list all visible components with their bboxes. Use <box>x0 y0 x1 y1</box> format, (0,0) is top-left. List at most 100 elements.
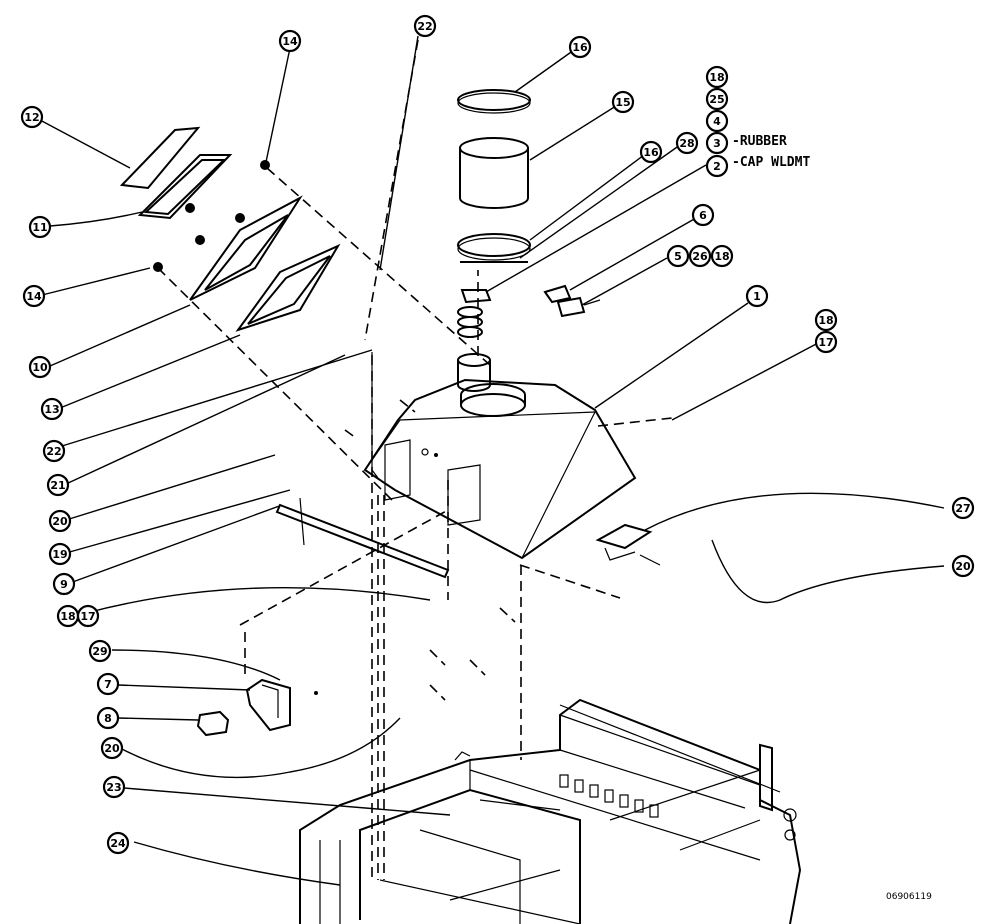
callout-label: 17 <box>80 610 95 623</box>
callout-label: 12 <box>24 111 39 124</box>
assembly-dashed-lines <box>157 39 673 880</box>
callout-label: 3 <box>713 137 721 150</box>
callout-10: 10 <box>28 355 52 379</box>
main-hood-housing <box>363 378 637 560</box>
callout-label: 13 <box>44 403 59 416</box>
callout-19: 19 <box>48 542 72 566</box>
callout-18: 18 <box>56 604 80 628</box>
callout-17: 17 <box>76 604 100 628</box>
callout-balloon-circle <box>28 215 52 239</box>
callout-balloon-circle <box>705 65 729 89</box>
document-number: 06906119 <box>886 892 932 902</box>
callout-17: 17 <box>814 330 838 354</box>
callout-label: 26 <box>692 250 708 263</box>
callout-26: 26 <box>688 244 712 268</box>
callout-27: 27 <box>951 496 975 520</box>
callout-label: 29 <box>92 645 107 658</box>
callout-28: 28 <box>675 131 699 155</box>
callout-label: 23 <box>106 781 121 794</box>
callout-balloon-circle <box>705 109 729 133</box>
callout-balloon-circle <box>48 509 72 533</box>
note-cap-wldmt: -CAP WLDMT <box>732 155 810 170</box>
callout-label: 18 <box>714 250 729 263</box>
callout-balloon-circle <box>675 131 699 155</box>
callout-label: 20 <box>52 515 68 528</box>
callout-balloon-circle <box>106 831 130 855</box>
callout-16: 16 <box>639 140 663 164</box>
callout-5: 5 <box>666 244 690 268</box>
latch-parts <box>196 678 318 737</box>
callout-13: 13 <box>40 397 64 421</box>
callout-14: 14 <box>278 29 302 53</box>
callout-24: 24 <box>106 831 130 855</box>
part-notes: -RUBBER -CAP WLDMT <box>732 134 810 170</box>
callout-label: 27 <box>955 502 970 515</box>
callout-label: 18 <box>709 71 724 84</box>
callout-12: 12 <box>20 105 44 129</box>
callout-label: 17 <box>818 336 833 349</box>
callout-2: 2 <box>705 154 729 178</box>
callout-label: 15 <box>615 96 630 109</box>
callout-25: 25 <box>705 87 729 111</box>
callout-balloon-circle <box>666 244 690 268</box>
callout-balloon-circle <box>639 140 663 164</box>
callout-balloon-circle <box>568 35 592 59</box>
leader-lines <box>39 35 945 886</box>
callout-6: 6 <box>691 203 715 227</box>
callout-label: 7 <box>104 678 112 691</box>
callout-label: 18 <box>60 610 75 623</box>
callout-label: 18 <box>818 314 833 327</box>
callout-20: 20 <box>100 736 124 760</box>
callout-18: 18 <box>705 65 729 89</box>
callout-label: 4 <box>713 115 721 128</box>
duct-stack <box>457 89 531 392</box>
callout-16: 16 <box>568 35 592 59</box>
callout-18: 18 <box>814 308 838 332</box>
callout-balloon-circle <box>705 87 729 111</box>
switch-brackets <box>543 284 601 318</box>
cover-gaskets <box>119 126 341 332</box>
callout-balloon-circle <box>705 131 729 155</box>
callout-label: 2 <box>713 160 721 173</box>
callout-4: 4 <box>705 109 729 133</box>
callout-label: 8 <box>104 712 112 725</box>
callout-label: 20 <box>104 742 120 755</box>
callout-balloon-circle <box>88 639 112 663</box>
callout-balloon-circle <box>42 439 66 463</box>
callout-balloon-circle <box>814 330 838 354</box>
callout-balloon-circle <box>22 284 46 308</box>
callout-balloon-circle <box>48 542 72 566</box>
callout-14: 14 <box>22 284 46 308</box>
callout-label: 16 <box>572 41 588 54</box>
callout-label: 14 <box>26 290 42 303</box>
callout-balloon-circle <box>52 572 76 596</box>
callout-label: 28 <box>679 137 694 150</box>
callout-balloon-circle <box>705 154 729 178</box>
callout-label: 19 <box>52 548 67 561</box>
callout-label: 21 <box>50 479 65 492</box>
callout-balloon-circle <box>46 473 70 497</box>
callout-label: 14 <box>282 35 298 48</box>
callout-label: 25 <box>709 93 724 106</box>
callout-balloon-circle <box>28 355 52 379</box>
callout-21: 21 <box>46 473 70 497</box>
callout-label: 24 <box>110 837 126 850</box>
callout-label: 20 <box>955 560 971 573</box>
callout-7: 7 <box>96 672 120 696</box>
callout-20: 20 <box>951 554 975 578</box>
callout-22: 22 <box>413 14 437 38</box>
callout-balloon-circle <box>40 397 64 421</box>
callout-1: 1 <box>745 284 769 308</box>
callout-label: 10 <box>32 361 48 374</box>
callout-label: 22 <box>417 20 432 33</box>
callout-balloon-circle <box>20 105 44 129</box>
callout-label: 6 <box>699 209 707 222</box>
callout-balloon-circle <box>951 554 975 578</box>
callout-balloon-circle <box>611 90 635 114</box>
bottom-chassis <box>299 698 802 924</box>
callout-15: 15 <box>611 90 635 114</box>
callout-balloon-circle <box>745 284 769 308</box>
callout-balloon-circle <box>413 14 437 38</box>
